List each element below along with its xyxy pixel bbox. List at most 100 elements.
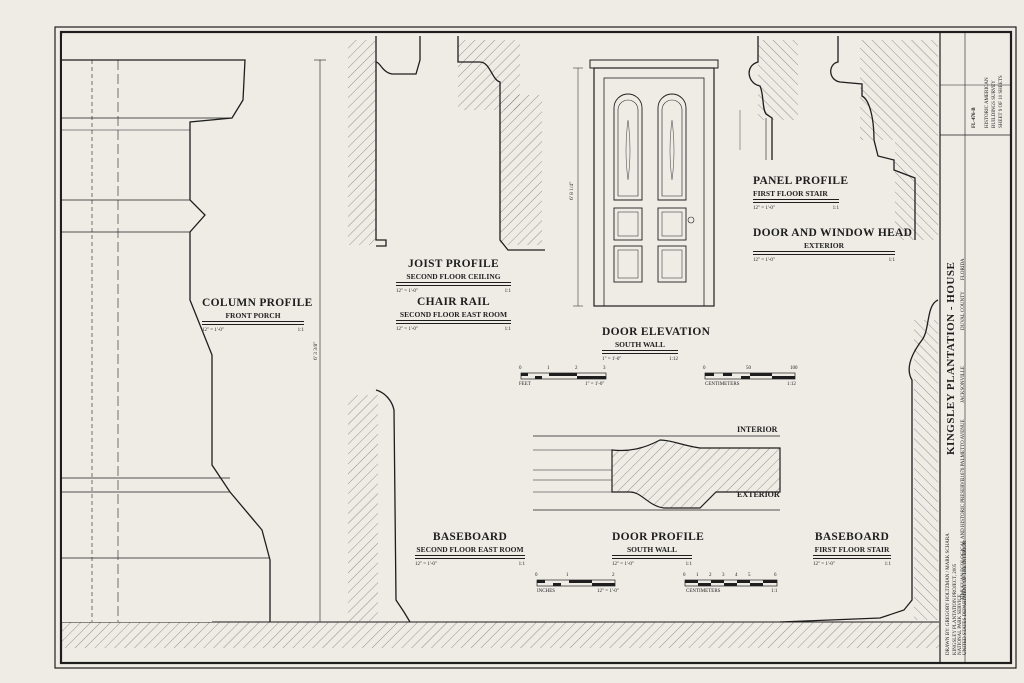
cm-tick-50: 50 — [746, 366, 751, 371]
door-profile-title: DOOR PROFILE — [612, 531, 705, 543]
city-line: JACKSONVILLE — [961, 366, 966, 403]
county-line: DUVAL COUNTY — [961, 291, 966, 330]
door-elevation-label: DOOR ELEVATION SOUTH WALL 1" = 1'-0" 1:12 — [602, 326, 711, 362]
door-elev-scale: 1" = 1'-0" — [602, 356, 622, 362]
survey-code: FL-476-B — [972, 107, 977, 128]
panel-profile-title: PANEL PROFILE — [753, 175, 849, 187]
scale-bar-inches — [536, 579, 616, 587]
feet-tick-1: 1 — [547, 366, 550, 371]
cm-small-tick-3: 3 — [722, 573, 725, 578]
door-prof-ratio: 1:1 — [685, 561, 692, 567]
chair-rail-subtitle: SECOND FLOOR EAST ROOM — [399, 309, 508, 319]
cm-small-tick-1: 1 — [696, 573, 699, 578]
sheet-number: SHEET 9 OF 10 SHEETS — [999, 75, 1004, 128]
column-scale: 12" = 1'-0" — [202, 327, 224, 333]
head-title: DOOR AND WINDOW HEAD — [753, 227, 913, 239]
chair-rail-label: CHAIR RAIL SECOND FLOOR EAST ROOM 12" = … — [396, 296, 511, 332]
baseboard-2nd-title: BASEBOARD — [432, 531, 508, 543]
baseboard-1st-title: BASEBOARD — [814, 531, 890, 543]
hab-line-1: HISTORIC AMERICAN — [985, 77, 990, 128]
head-subtitle: EXTERIOR — [803, 240, 844, 250]
cm-small-tick-4: 4 — [735, 573, 738, 578]
column-profile-title: COLUMN PROFILE — [202, 297, 313, 309]
cm-small-tick-0: 0 — [683, 573, 686, 578]
door-profile-label: DOOR PROFILE SOUTH WALL 12" = 1'-0" 1:1 — [612, 531, 705, 567]
cm-small-tick-5: 5 — [748, 573, 751, 578]
cm-note: 1:12 — [787, 382, 796, 387]
panel-scale: 12" = 1'-0" — [753, 205, 775, 211]
baseboard-2nd-label: BASEBOARD SECOND FLOOR EAST ROOM 12" = 1… — [415, 531, 525, 567]
door-elevation-subtitle: SOUTH WALL — [614, 339, 666, 349]
feet-tick-0: 0 — [519, 366, 522, 371]
scale-bar-cm — [704, 372, 796, 380]
door-window-head-drawing — [830, 36, 938, 240]
head-scale: 12" = 1'-0" — [753, 257, 775, 263]
cm-unit: CENTIMETERS — [705, 382, 740, 387]
scale-bar-feet — [520, 372, 607, 380]
state-line: FLORIDA — [961, 258, 966, 280]
feet-unit: FEET — [519, 382, 531, 387]
cm-small-note: 1:1 — [771, 589, 778, 594]
inch-unit: INCHES — [537, 589, 556, 594]
column-profile-drawing — [62, 36, 326, 623]
door-profile-drawing — [533, 435, 781, 511]
door-window-head-label: DOOR AND WINDOW HEAD EXTERIOR 12" = 1'-0… — [753, 227, 913, 263]
column-height-dimension: 6' 3 3/8" — [313, 341, 319, 360]
door-elevation-title: DOOR ELEVATION — [602, 326, 711, 338]
chair-rail-drawing — [457, 36, 545, 251]
baseboard-2nd-subtitle: SECOND FLOOR EAST ROOM — [416, 544, 524, 554]
panel-ratio: 1:1 — [832, 205, 839, 211]
head-ratio: 1:1 — [888, 257, 895, 263]
door-prof-scale: 12" = 1'-0" — [612, 561, 634, 567]
inner-border — [59, 30, 1013, 665]
baseboard-second-floor-drawing — [348, 389, 411, 623]
base2-ratio: 1:1 — [518, 561, 525, 567]
drawn-by: DRAWN BY: GREGORY HOLTZMAN / MARK SCHARA — [946, 533, 951, 655]
project-title: KINGSLEY PLANTATION - HOUSE — [945, 261, 957, 455]
feet-note: 1" = 1'-0" — [585, 382, 605, 387]
chair-rail-title: CHAIR RAIL — [417, 296, 490, 308]
base1-ratio: 1:1 — [884, 561, 891, 567]
joist-profile-drawing — [348, 36, 421, 247]
cm-tick-100: 100 — [790, 366, 798, 371]
base2-scale: 12" = 1'-0" — [415, 561, 437, 567]
chair-ratio: 1:1 — [504, 326, 511, 332]
feet-tick-3: 3 — [603, 366, 606, 371]
chair-scale: 12" = 1'-0" — [396, 326, 418, 332]
base1-scale: 12" = 1'-0" — [813, 561, 835, 567]
ground-hatch — [62, 622, 939, 648]
panel-profile-drawing — [748, 36, 798, 160]
door-profile-subtitle: SOUTH WALL — [626, 544, 678, 554]
cm-small-tick-6: 6 — [774, 573, 777, 578]
inch-tick-0: 0 — [535, 573, 538, 578]
feet-tick-2: 2 — [575, 366, 578, 371]
outer-border — [54, 26, 1017, 669]
scale-bar-cm-small — [684, 579, 778, 587]
column-profile-label: COLUMN PROFILE FRONT PORCH 12" = 1'-0" 1:… — [202, 297, 313, 333]
baseboard-first-floor-drawing — [779, 299, 939, 623]
door-elev-ratio: 1:12 — [669, 356, 678, 362]
joist-profile-title: JOIST PROFILE — [408, 258, 499, 270]
cm-small-unit: CENTIMETERS — [686, 589, 721, 594]
address-line: 11676 PALMETTO AVENUE — [961, 419, 966, 480]
inch-tick-2: 2 — [612, 573, 615, 578]
inch-note: 12" = 1'-0" — [597, 589, 619, 594]
baseboard-1st-label: BASEBOARD FIRST FLOOR STAIR 12" = 1'-0"1… — [813, 531, 891, 567]
panel-profile-subtitle: FIRST FLOOR STAIR — [753, 188, 828, 198]
door-elevation-drawing — [573, 59, 741, 307]
joist-scale: 12" = 1'-0" — [396, 288, 418, 294]
exterior-label: EXTERIOR — [737, 490, 780, 499]
joist-ratio: 1:1 — [504, 288, 511, 294]
hab-line-2: BUILDINGS SURVEY — [992, 80, 997, 128]
joist-profile-label: JOIST PROFILE SECOND FLOOR CEILING 12" =… — [396, 258, 511, 294]
column-profile-subtitle: FRONT PORCH — [225, 310, 281, 320]
joist-profile-subtitle: SECOND FLOOR CEILING — [406, 271, 501, 281]
column-ratio: 1:1 — [297, 327, 304, 333]
interior-label: INTERIOR — [737, 425, 778, 434]
panel-profile-label: PANEL PROFILE FIRST FLOOR STAIR 12" = 1'… — [753, 175, 849, 211]
cm-small-tick-2: 2 — [709, 573, 712, 578]
inch-tick-1: 1 — [566, 573, 569, 578]
door-height-dimension: 6' 8 1/4" — [569, 181, 575, 200]
